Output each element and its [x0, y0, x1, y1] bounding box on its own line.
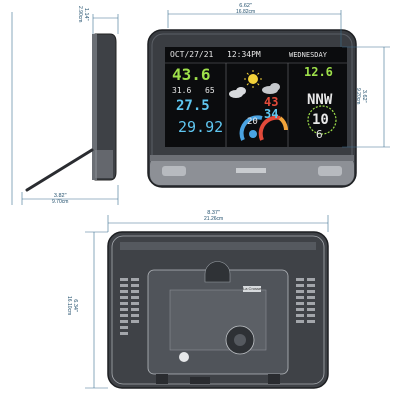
- cloud-icon: [229, 87, 246, 98]
- wind-compass: [307, 105, 337, 135]
- lcd-graphics: [165, 62, 347, 147]
- front-view: [147, 29, 357, 188]
- lcd-screen: [165, 47, 347, 147]
- dim-depth-top: 1.14" 2.90cm: [77, 6, 89, 23]
- lcd-low: 65: [205, 86, 215, 95]
- back-brand-label: La Crosse: [243, 286, 262, 291]
- side-view: [25, 33, 117, 192]
- vents-left: [120, 278, 139, 335]
- lcd-indoor-temp: 27.5: [176, 98, 210, 114]
- dim-stand-depth: 3.82" 9.70cm: [52, 193, 69, 205]
- lcd-wind-speed: 12.6: [304, 65, 333, 79]
- lcd-pressure: 29.92: [178, 118, 224, 136]
- lcd-wind-dir: NNW: [307, 92, 333, 108]
- dim-height-back: 6.34" 16.10cm: [66, 296, 78, 316]
- lcd-date: OCT/27/21: [170, 50, 214, 59]
- lcd-high: 31.6: [172, 86, 192, 95]
- stand-leg: [25, 148, 94, 192]
- front-button-left: [162, 166, 186, 176]
- lcd-temp-b: 34: [264, 107, 279, 121]
- lcd-outdoor-temp: 43.6: [172, 65, 211, 84]
- dim-height-front: 3.62" 9.20cm: [355, 88, 367, 105]
- cloud-icon-2: [262, 83, 280, 94]
- feels-like-gauge: [239, 115, 288, 141]
- lcd-temp-a: 43: [264, 95, 279, 109]
- lcd-small-temp: 20: [247, 117, 258, 127]
- lcd-feels-like: 10: [312, 112, 329, 128]
- lcd-time: 12:34PM: [227, 50, 261, 59]
- lcd-day: WEDNESDAY: [289, 51, 327, 59]
- front-button-right: [318, 166, 342, 176]
- front-logo: [236, 168, 266, 173]
- dim-width-front: 6.62" 16.82cm: [236, 3, 256, 15]
- vents-right: [296, 278, 315, 323]
- dim-width-back: 8.37" 21.26cm: [204, 210, 224, 222]
- sun-icon: [244, 70, 262, 88]
- brand-badge: [243, 286, 261, 292]
- back-view: [107, 231, 329, 389]
- lcd-gust: 6: [316, 128, 323, 141]
- hang-hole: [179, 352, 189, 362]
- indoor-dot: [249, 130, 257, 138]
